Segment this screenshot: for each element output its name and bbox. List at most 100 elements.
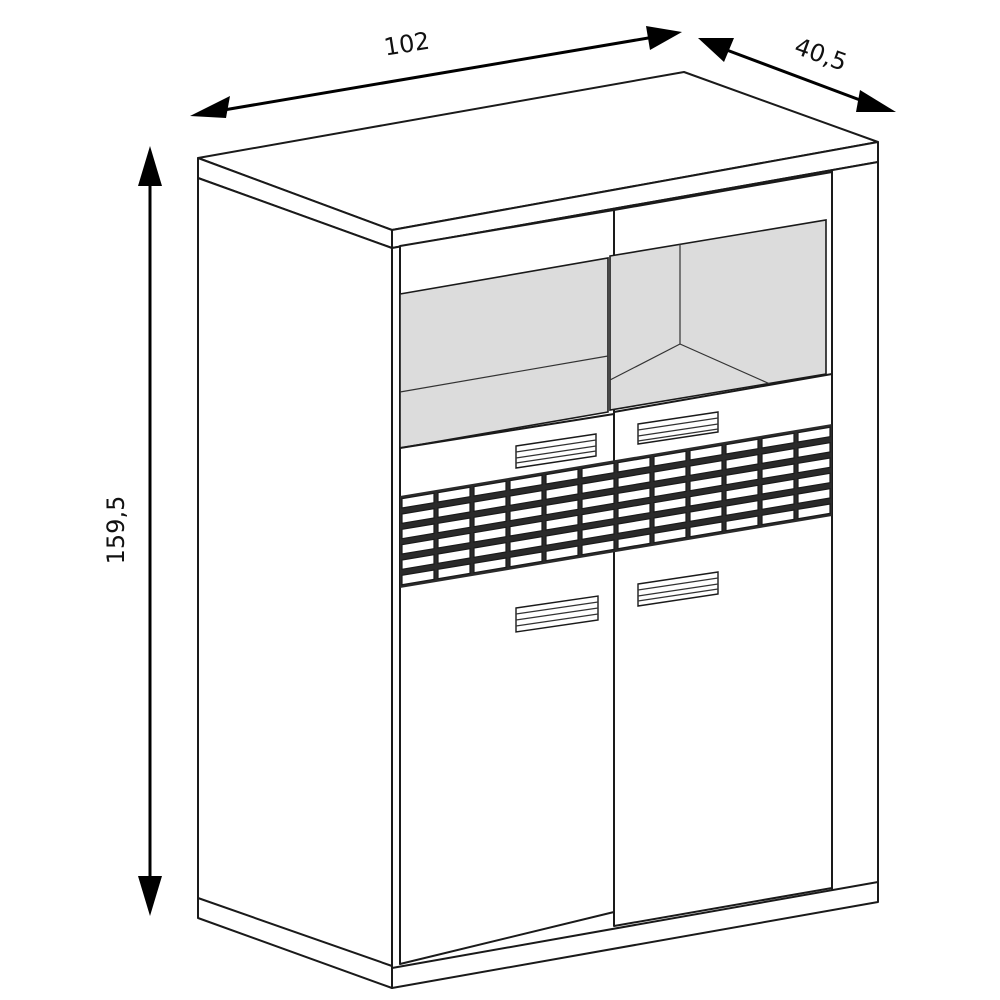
decor-tile bbox=[761, 447, 795, 465]
decor-tile bbox=[545, 529, 579, 547]
decor-tile bbox=[617, 533, 651, 550]
decor-tile bbox=[689, 459, 723, 477]
handle-left-lower[interactable] bbox=[515, 595, 599, 633]
decor-tile bbox=[473, 541, 507, 559]
decorative-tile-band bbox=[400, 424, 832, 588]
decor-tile bbox=[545, 483, 579, 501]
left-plinth-line bbox=[197, 897, 393, 967]
depth-arrowhead-left bbox=[698, 38, 734, 62]
decor-tile bbox=[689, 444, 723, 461]
decor-tile bbox=[689, 475, 723, 492]
width-dimension: 102 bbox=[190, 26, 682, 118]
decor-tile bbox=[653, 496, 687, 513]
width-arrowhead-left bbox=[190, 96, 230, 118]
decor-tile bbox=[437, 486, 471, 503]
decor-tile bbox=[689, 521, 723, 538]
decor-tile bbox=[437, 501, 471, 519]
height-dimension: 159,5 bbox=[102, 146, 162, 916]
decor-tile bbox=[689, 490, 723, 507]
decor-tile bbox=[473, 526, 507, 543]
right-shelf-line-a bbox=[609, 343, 681, 381]
decor-tile bbox=[761, 493, 795, 511]
decor-tile bbox=[617, 487, 651, 504]
cabinet bbox=[197, 71, 879, 989]
decor-tile bbox=[617, 456, 651, 473]
decor-tile bbox=[761, 509, 795, 526]
decor-tile bbox=[581, 462, 615, 479]
decor-tile bbox=[545, 514, 579, 531]
decor-tile bbox=[761, 478, 795, 495]
left-drawer-top bbox=[399, 413, 615, 449]
height-label: 159,5 bbox=[102, 496, 130, 565]
decor-tile bbox=[509, 535, 543, 553]
decor-tile bbox=[509, 551, 543, 568]
decor-tile bbox=[509, 489, 543, 507]
left-glass-pane bbox=[399, 257, 609, 449]
decor-tile bbox=[401, 523, 435, 540]
depth-arrowhead-right bbox=[856, 90, 896, 112]
decor-tile bbox=[509, 520, 543, 537]
decor-tile bbox=[797, 441, 831, 459]
decor-tile bbox=[653, 511, 687, 529]
height-arrowhead-top bbox=[138, 146, 162, 186]
depth-arrow-line bbox=[715, 44, 877, 108]
decor-tile bbox=[725, 469, 759, 486]
decor-tile bbox=[401, 538, 435, 555]
right-shelf-line-b bbox=[679, 343, 771, 385]
depth-label: 40,5 bbox=[791, 32, 851, 77]
decor-tile bbox=[473, 511, 507, 528]
decor-tile bbox=[545, 499, 579, 516]
decor-tile bbox=[437, 563, 471, 580]
front-plinth-line bbox=[391, 881, 879, 969]
decor-tile bbox=[401, 569, 435, 586]
height-arrowhead-bottom bbox=[138, 876, 162, 916]
handle-right-upper[interactable] bbox=[637, 411, 719, 445]
decor-tile bbox=[581, 539, 615, 556]
decor-tile bbox=[761, 432, 795, 449]
decor-tile bbox=[725, 499, 759, 517]
decor-tile bbox=[797, 457, 831, 474]
decor-tile bbox=[581, 493, 615, 510]
right-drawer-top bbox=[613, 373, 833, 413]
decor-tile bbox=[473, 557, 507, 574]
left-shelf-line bbox=[399, 355, 609, 393]
decor-tile bbox=[725, 453, 759, 471]
decor-tile bbox=[653, 527, 687, 544]
decor-tile bbox=[797, 503, 831, 520]
width-arrowhead-right bbox=[646, 26, 682, 50]
decor-tile bbox=[509, 474, 543, 491]
tile-band-background bbox=[400, 424, 832, 588]
decor-tile bbox=[437, 517, 471, 534]
decor-tile bbox=[581, 523, 615, 541]
decor-tile bbox=[401, 553, 435, 571]
handle-right-lower[interactable] bbox=[637, 571, 719, 607]
width-arrow-line bbox=[211, 34, 661, 114]
width-label: 102 bbox=[382, 27, 432, 62]
decor-tile bbox=[653, 465, 687, 483]
decor-tile bbox=[401, 507, 435, 525]
decor-tile bbox=[617, 471, 651, 489]
decor-tile bbox=[617, 517, 651, 535]
decor-tile bbox=[545, 468, 579, 485]
decor-tile bbox=[437, 532, 471, 549]
decor-tile bbox=[581, 508, 615, 525]
handle-left-upper[interactable] bbox=[515, 433, 597, 469]
decor-tile bbox=[653, 481, 687, 498]
decor-tile bbox=[617, 502, 651, 519]
decor-tile bbox=[797, 426, 831, 443]
decor-tile bbox=[725, 515, 759, 532]
decor-tile bbox=[581, 477, 615, 495]
decor-tile bbox=[437, 547, 471, 565]
decor-tile bbox=[509, 505, 543, 522]
decor-tile bbox=[545, 545, 579, 562]
decor-tile bbox=[797, 472, 831, 489]
decor-tile bbox=[725, 438, 759, 455]
decor-tile bbox=[473, 495, 507, 513]
decor-tile bbox=[689, 505, 723, 523]
decor-tile bbox=[473, 480, 507, 497]
decor-tile bbox=[725, 484, 759, 501]
decor-tile bbox=[653, 450, 687, 467]
left-side-panel bbox=[197, 177, 393, 989]
